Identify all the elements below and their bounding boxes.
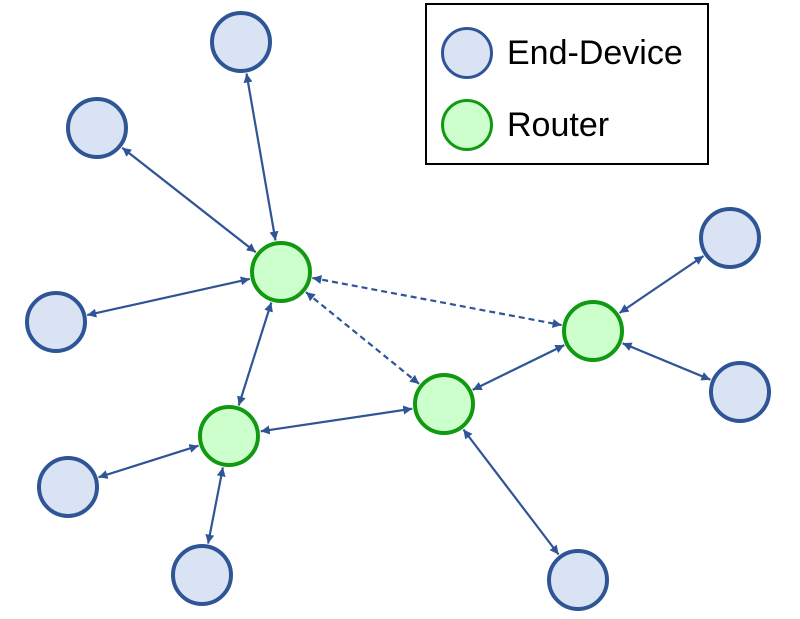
router-node-r4 — [562, 300, 624, 362]
link-r2-e5 — [205, 467, 226, 544]
end-device-node-e1 — [210, 11, 272, 73]
router-swatch-icon — [441, 99, 493, 151]
link-r4-e8 — [622, 342, 711, 381]
link-r1-e3 — [86, 276, 251, 318]
router-node-r1 — [250, 241, 312, 303]
link-r1-r3-dashed — [305, 291, 420, 385]
end-device-node-e2 — [66, 97, 128, 159]
legend-label-router: Router — [507, 105, 610, 144]
link-r1-e1 — [243, 73, 279, 241]
link-r1-e2 — [121, 146, 257, 254]
link-r2-r3 — [260, 405, 413, 435]
end-device-swatch-icon — [441, 27, 493, 79]
router-node-r3 — [413, 373, 475, 435]
link-r4-e7 — [618, 255, 705, 314]
end-device-node-e6 — [547, 549, 609, 611]
end-device-node-e7 — [699, 207, 761, 269]
link-r1-r2 — [237, 302, 273, 406]
nodes-layer — [25, 11, 771, 611]
legend-label-end-device: End-Device — [507, 33, 683, 72]
legend-item-end-device: End-Device — [441, 25, 683, 81]
link-r3-r4 — [472, 344, 565, 391]
link-r3-e6 — [462, 428, 560, 556]
end-device-node-e8 — [709, 361, 771, 423]
links-layer — [86, 73, 711, 556]
legend-item-router: Router — [441, 97, 609, 153]
end-device-node-e3 — [25, 291, 87, 353]
end-device-node-e4 — [37, 456, 99, 518]
legend: End-Device Router — [425, 3, 709, 165]
end-device-node-e5 — [171, 544, 233, 606]
router-node-r2 — [198, 405, 260, 467]
link-r1-r4-dashed — [312, 275, 562, 328]
link-r2-e4 — [98, 444, 199, 479]
